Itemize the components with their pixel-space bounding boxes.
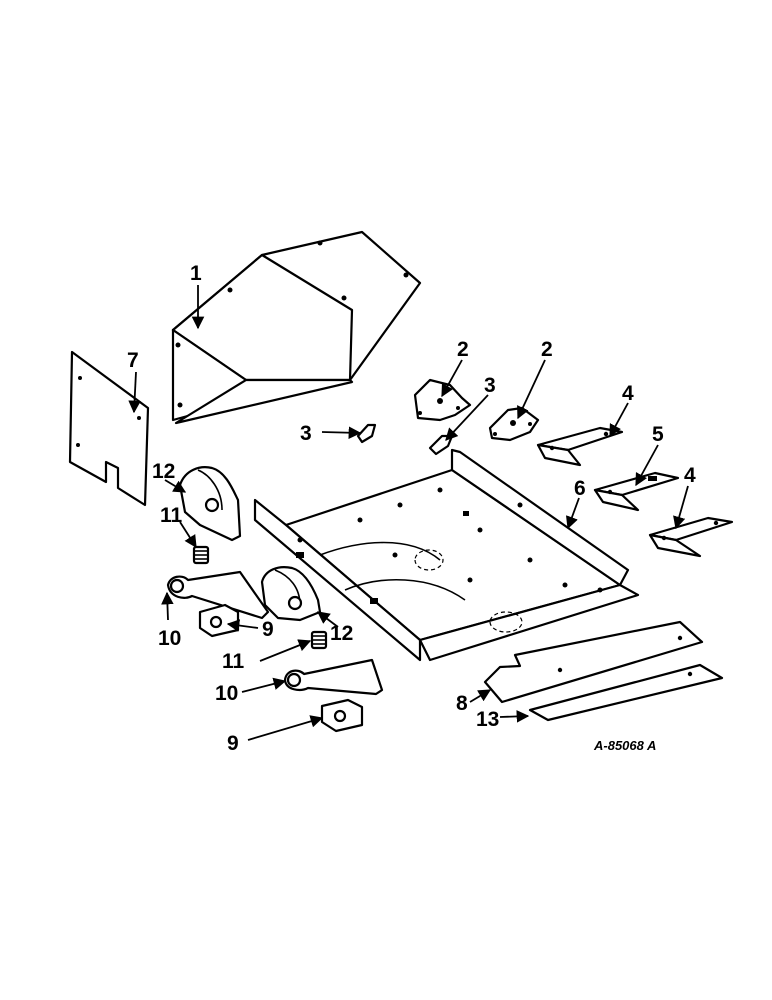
part-10-lever-lower (283, 658, 384, 696)
callout-4: 4 (684, 464, 696, 487)
callout-9: 9 (262, 618, 274, 641)
part-1-cover (171, 230, 422, 425)
callout-1: 1 (190, 262, 202, 285)
part-6-frame (253, 448, 640, 662)
callouts: 1 2 2 3 3 4 4 5 6 7 8 9 9 10 10 11 11 12… (127, 262, 696, 755)
callout-12: 12 (152, 460, 175, 483)
part-10-lever-upper (166, 570, 270, 620)
drawing-code: A-85068 A (593, 738, 656, 753)
part-7-plate (68, 350, 150, 507)
callout-2: 2 (457, 338, 469, 361)
callout-4: 4 (622, 382, 634, 405)
callout-2: 2 (541, 338, 553, 361)
part-11-spring-upper (192, 545, 210, 565)
part-12-housing-lower (260, 566, 322, 622)
callout-12: 12 (330, 622, 353, 645)
part-3-clip-left (356, 423, 377, 444)
callout-7: 7 (127, 349, 139, 372)
callout-3: 3 (300, 422, 312, 445)
leader-lines (128, 285, 689, 741)
part-2-bracket-right (488, 406, 540, 442)
part-13-strip (528, 663, 724, 722)
callout-13: 13 (476, 708, 499, 731)
part-9-bearing-upper (198, 603, 240, 638)
part-2-bracket-left (413, 378, 472, 422)
part-9-bearing-lower (320, 698, 364, 733)
part-4-angle-lower (648, 516, 734, 558)
callout-3: 3 (484, 374, 496, 397)
callout-10: 10 (158, 627, 181, 650)
part-8-strip (483, 620, 704, 704)
part-12-housing-upper (178, 466, 242, 542)
part-11-spring-lower (310, 630, 328, 650)
callout-6: 6 (574, 477, 586, 500)
callout-11: 11 (160, 504, 183, 527)
part-4-angle-upper (536, 426, 624, 467)
callout-5: 5 (652, 423, 664, 446)
part-5-angle-middle (593, 471, 680, 512)
callout-8: 8 (456, 692, 468, 715)
callout-11: 11 (222, 650, 245, 673)
part-3-clip-right (428, 434, 454, 456)
callout-9: 9 (227, 732, 239, 755)
callout-10: 10 (215, 682, 238, 705)
